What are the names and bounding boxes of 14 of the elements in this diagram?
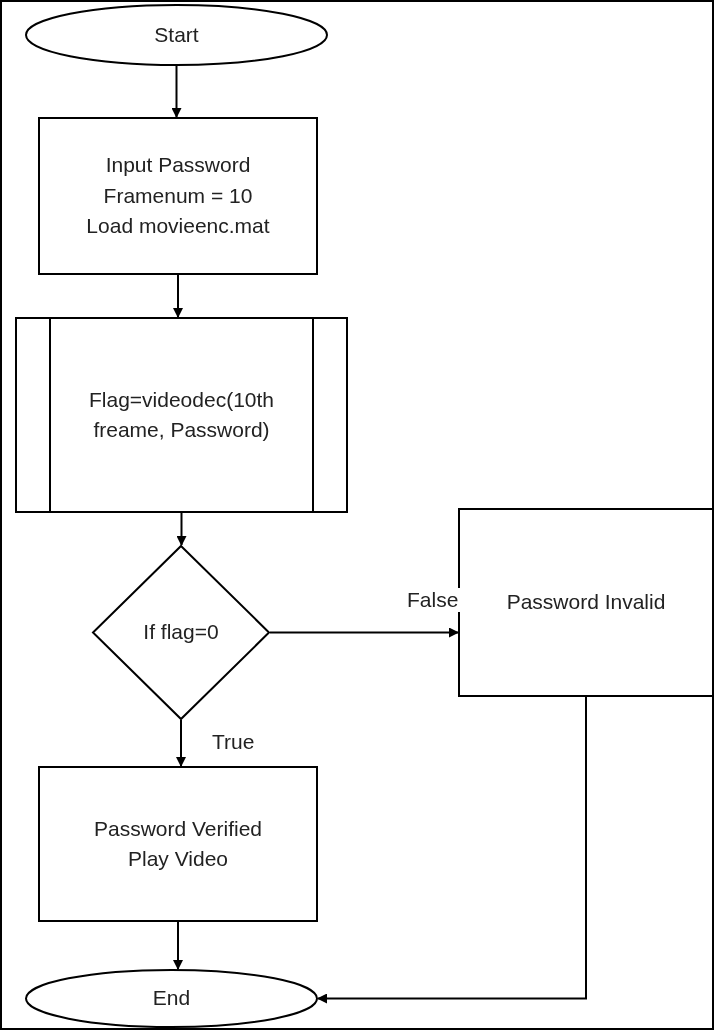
arrow <box>317 696 587 1004</box>
arrow <box>173 921 183 970</box>
node-text: Start <box>153 21 200 48</box>
node-text: Flag=videodec(10th freame, Password) <box>87 386 275 443</box>
node-text: Password Verified Play Video <box>92 815 264 872</box>
node-text: If flag=0 <box>142 619 220 646</box>
arrow <box>171 65 182 118</box>
arrow <box>173 274 183 318</box>
arrow <box>269 627 459 638</box>
node-text: End <box>151 985 192 1012</box>
arrow <box>176 512 187 546</box>
node-text: Password Invalid <box>505 589 667 616</box>
arrow <box>176 719 186 767</box>
node-text: Input Password Framenum = 10 Load movieenc.mat <box>85 152 271 240</box>
